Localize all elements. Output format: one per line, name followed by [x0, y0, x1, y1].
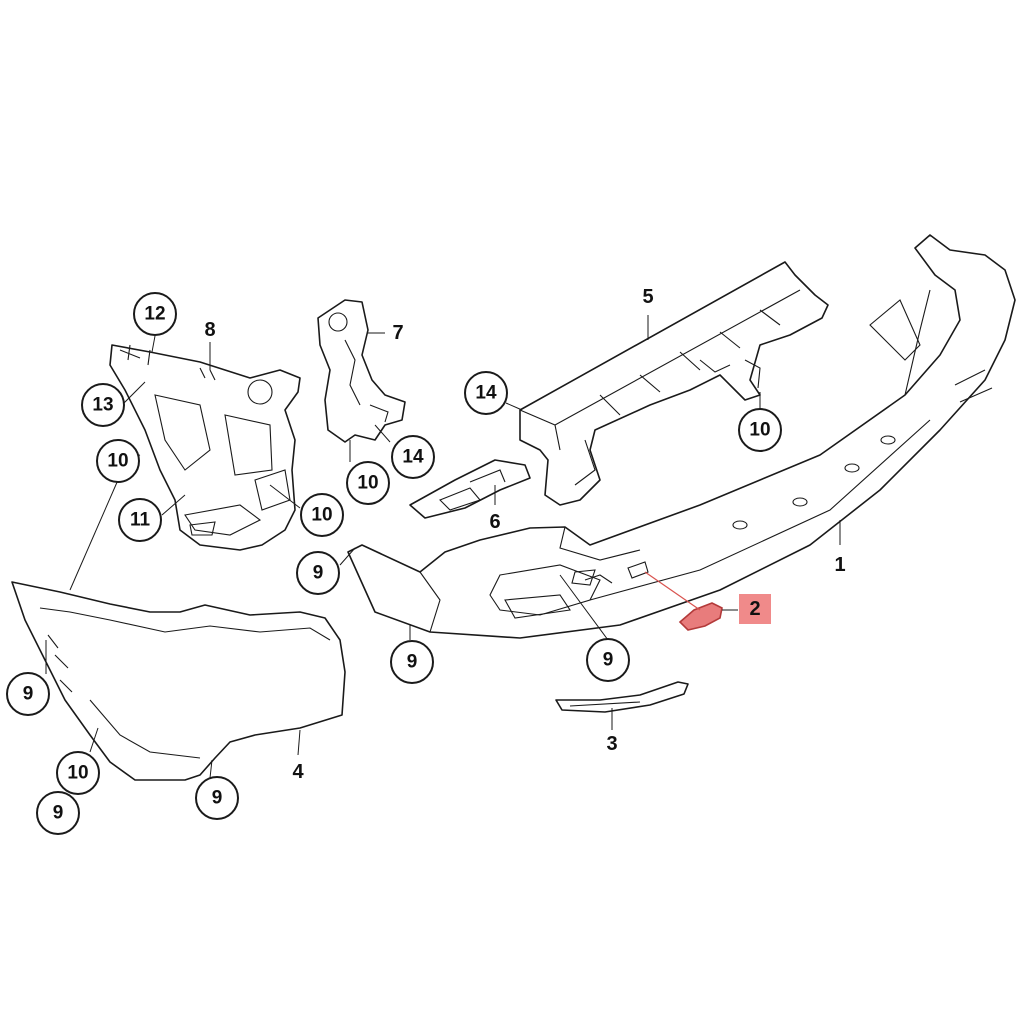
callout-label: 13: [92, 395, 113, 416]
callout-label: 10: [749, 420, 770, 441]
callout-10-b: 10: [300, 493, 344, 537]
callout-9-e: 9: [36, 791, 80, 835]
callout-9-c: 9: [586, 638, 630, 682]
callout-label: 9: [313, 563, 324, 584]
callout-label: 10: [107, 451, 128, 472]
callout-label: 3: [606, 733, 617, 755]
callout-7: 7: [392, 322, 403, 344]
callout-14-b: 14: [464, 371, 508, 415]
callout-label: 14: [475, 383, 497, 404]
side-bracket-part-8: [109, 344, 301, 551]
callout-label: 9: [603, 650, 614, 671]
callout-label: 1: [834, 554, 845, 576]
callout-12: 12: [133, 292, 177, 336]
callout-3: 3: [606, 733, 617, 755]
callout-label: 9: [23, 684, 34, 705]
callout-13: 13: [81, 383, 125, 427]
side-cover-part-4: [11, 581, 346, 781]
leader-lines: [45, 315, 841, 779]
tow-hook-cover-part-2: [678, 602, 723, 631]
callout-label: 4: [292, 761, 304, 783]
callout-label: 5: [642, 286, 653, 308]
callout-label: 6: [489, 511, 500, 533]
callout-10-a: 10: [96, 439, 140, 483]
callout-2: 2: [739, 594, 771, 624]
callout-4: 4: [292, 761, 304, 783]
callout-label: 8: [204, 319, 215, 341]
callout-label: 10: [67, 763, 88, 784]
highlight-box: [739, 594, 771, 624]
callout-11: 11: [118, 498, 162, 542]
callout-6: 6: [489, 511, 500, 533]
callout-label: 2: [749, 598, 760, 620]
bracket-part-6: [409, 459, 531, 519]
callout-8: 8: [204, 319, 215, 341]
callout-label: 7: [392, 322, 403, 344]
callout-5: 5: [642, 286, 653, 308]
callout-label: 11: [130, 510, 151, 531]
callout-label: 10: [357, 473, 378, 494]
callout-label: 10: [311, 505, 332, 526]
callout-9-f: 9: [195, 776, 239, 820]
callout-14-a: 14: [391, 435, 435, 479]
callout-10-c: 10: [346, 461, 390, 505]
callout-label: 9: [212, 788, 223, 809]
callout-label: 9: [407, 652, 418, 673]
callout-10-d: 10: [738, 408, 782, 452]
callout-1: 1: [834, 554, 845, 576]
bracket-part-7: [317, 299, 406, 443]
callout-label: 12: [144, 304, 165, 325]
callout-label: 14: [402, 447, 424, 468]
bumper-carrier-part: [519, 261, 829, 506]
callout-9-d: 9: [6, 672, 50, 716]
callout-label: 9: [53, 803, 64, 824]
bumper-trim-part: [347, 234, 1016, 639]
callout-9-b: 9: [390, 640, 434, 684]
callout-9-a: 9: [296, 551, 340, 595]
reflector-strip-part-3: [555, 681, 689, 713]
callout-10-e: 10: [56, 751, 100, 795]
